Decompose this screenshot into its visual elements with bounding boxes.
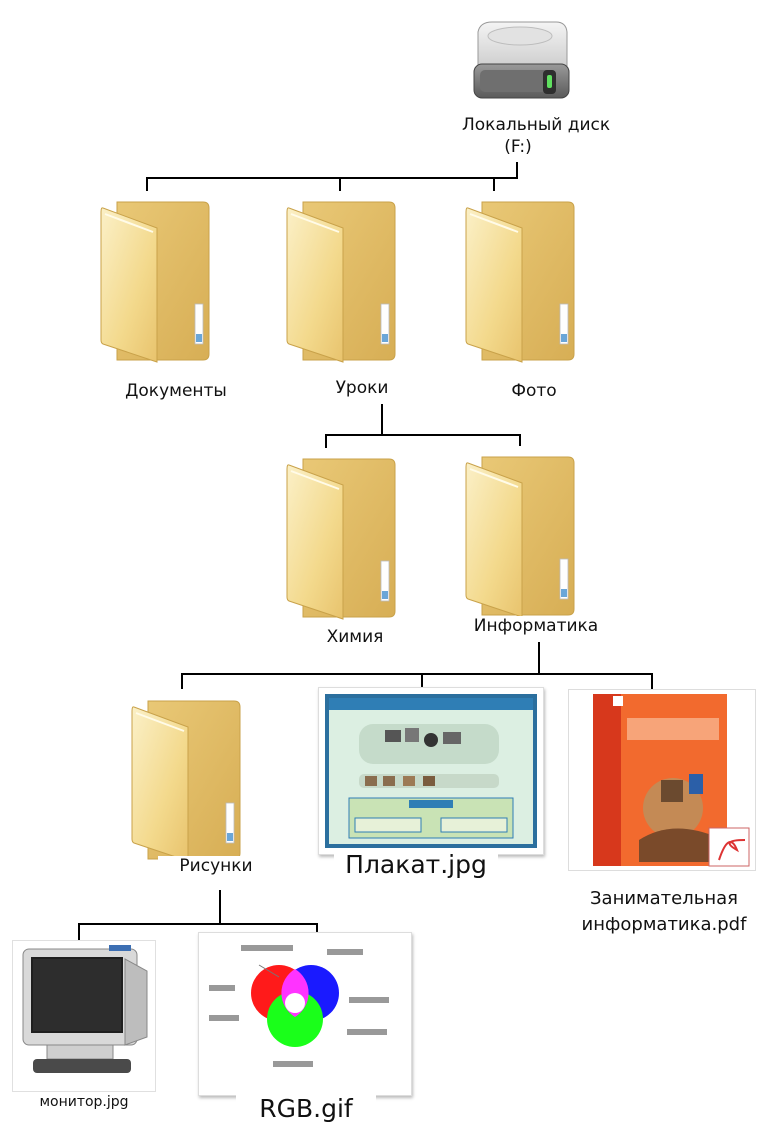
monitor-thumbnail: [22, 945, 148, 1073]
folder-icon: [285, 191, 405, 367]
rgb-label: RGB.gif: [236, 1094, 376, 1124]
connector: [146, 177, 148, 194]
connector: [146, 177, 518, 179]
folder-label-uroki: Уроки: [326, 378, 398, 404]
pdf-label-line1: Занимательная: [590, 888, 738, 909]
connector: [181, 673, 653, 675]
pdf-file[interactable]: [568, 689, 756, 871]
folder-khimiya[interactable]: [285, 448, 405, 624]
folder-uroki[interactable]: [285, 191, 405, 367]
monitor-label: монитор.jpg: [19, 1094, 149, 1118]
folder-icon: [99, 191, 219, 367]
folder-informatika[interactable]: [464, 446, 584, 622]
rgb-thumbnail: [199, 933, 411, 1095]
folder-label-informatika: Информатика: [462, 616, 610, 642]
folder-label-foto: Фото: [500, 381, 568, 407]
connector: [78, 923, 80, 940]
connector: [325, 434, 521, 436]
pdf-thumbnail: [593, 694, 750, 867]
connector: [651, 673, 653, 689]
hard-drive-icon: [473, 21, 570, 99]
monitor-file[interactable]: [12, 940, 156, 1092]
connector: [325, 434, 327, 450]
hard-drive-node[interactable]: [464, 10, 570, 110]
folder-icon: [285, 448, 405, 624]
hard-drive-label-line2: (F:): [504, 137, 532, 157]
connector: [516, 150, 518, 178]
folder-label-khimiya: Химия: [318, 627, 392, 653]
connector: [219, 890, 221, 924]
connector: [78, 923, 318, 925]
folder-risunki[interactable]: [130, 690, 250, 866]
hard-drive-label: Локальный диск (F:): [462, 114, 610, 162]
hard-drive-label-line1: Локальный диск: [462, 115, 611, 135]
connector: [316, 923, 318, 940]
image-thumbnail: [325, 694, 537, 848]
folder-dokumenty[interactable]: [99, 191, 219, 367]
connector: [538, 642, 540, 674]
folder-foto[interactable]: [464, 191, 584, 367]
connector: [493, 177, 495, 194]
folder-icon: [464, 446, 584, 622]
plakat-file[interactable]: [318, 687, 544, 855]
pdf-label-line2: информатика.pdf: [581, 914, 747, 935]
connector: [381, 404, 383, 435]
plakat-label: Плакат.jpg: [334, 850, 498, 886]
pdf-label: Занимательная информатика.pdf: [574, 886, 754, 942]
connector: [339, 177, 341, 191]
folder-icon: [464, 191, 584, 367]
connector: [519, 434, 521, 448]
rgb-file[interactable]: [198, 932, 412, 1096]
folder-label-dokumenty: Документы: [107, 381, 245, 407]
folder-icon: [130, 690, 250, 866]
folder-label-risunki: Рисунки: [158, 856, 274, 886]
connector: [421, 673, 423, 687]
connector: [181, 673, 183, 689]
